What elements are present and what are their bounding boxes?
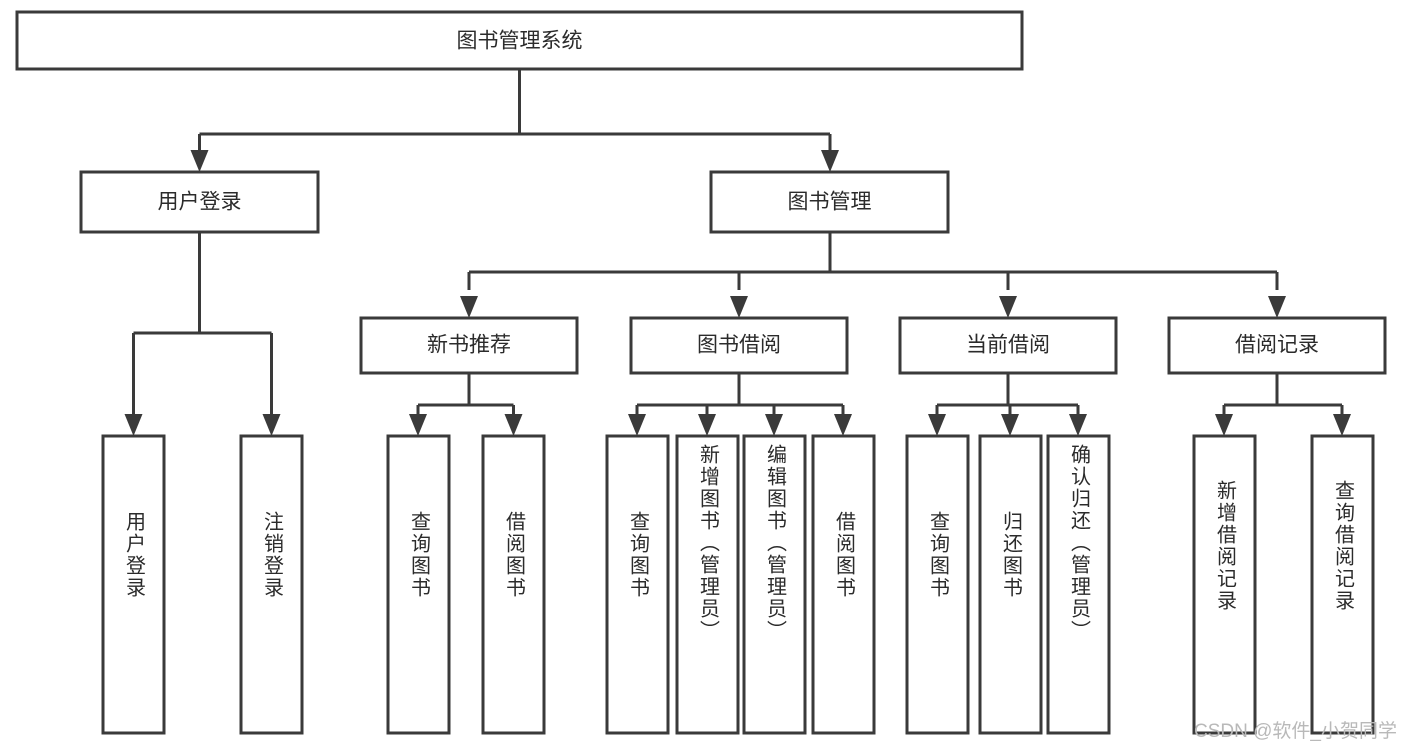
node-borrow-record-box[interactable] xyxy=(1167,316,1387,375)
leaf-box-borrow-book-2[interactable] xyxy=(811,434,876,735)
arrow-book-manage xyxy=(821,150,839,172)
node-root-label: 图书管理系统 xyxy=(457,30,583,53)
node-new-book-recommend[interactable]: 新书推荐 xyxy=(359,316,579,375)
arrow-leaf-edit-book xyxy=(765,414,783,436)
leaf-box-query-book-3[interactable] xyxy=(905,434,970,735)
arrow-leaf-add-book xyxy=(698,414,716,436)
leaf-box-query-book-2[interactable] xyxy=(605,434,670,735)
node-user-login[interactable]: 用户登录 xyxy=(79,170,320,234)
node-new-book-recommend-label: 新书推荐 xyxy=(427,334,511,357)
arrow-leaf-user-login xyxy=(124,414,143,436)
arrow-leaf-confirm-return xyxy=(1069,414,1087,436)
node-book-manage-box[interactable] xyxy=(709,170,950,234)
node-borrow-record-label: 借阅记录 xyxy=(1235,334,1319,357)
node-current-borrow-box[interactable] xyxy=(898,316,1118,375)
leaf-box-confirm-return[interactable] xyxy=(1046,434,1111,735)
arrow-leaf-borrow-book-1 xyxy=(504,414,523,436)
leaf-box-edit-book[interactable] xyxy=(742,434,807,735)
node-current-borrow[interactable]: 当前借阅 xyxy=(898,316,1118,375)
node-book-manage-label: 图书管理 xyxy=(788,191,872,214)
node-book-borrow[interactable]: 图书借阅 xyxy=(629,316,849,375)
node-book-manage[interactable]: 图书管理 xyxy=(709,170,950,234)
arrow-bookborrow xyxy=(730,296,748,318)
arrow-newbook xyxy=(460,296,478,318)
arrow-leaf-query-record xyxy=(1333,414,1351,436)
leaf-box-add-record[interactable] xyxy=(1192,434,1257,735)
node-current-borrow-label: 当前借阅 xyxy=(966,334,1050,357)
arrow-leaf-query-book-1 xyxy=(409,414,427,436)
arrow-leaf-borrow-book-2 xyxy=(834,414,852,436)
leaf-box-user-login[interactable] xyxy=(101,434,166,735)
csdn-watermark: CSDN @软件_小贺同学 xyxy=(1194,721,1397,742)
arrow-borrowrecord xyxy=(1268,296,1286,318)
node-borrow-record[interactable]: 借阅记录 xyxy=(1167,316,1387,375)
node-user-login-box[interactable] xyxy=(79,170,320,234)
leaf-box-user-logout[interactable] xyxy=(239,434,304,735)
node-new-book-recommend-box[interactable] xyxy=(359,316,579,375)
node-user-login-label: 用户登录 xyxy=(158,191,242,214)
leaf-box-borrow-book-1[interactable] xyxy=(481,434,546,735)
arrow-leaf-query-book-3 xyxy=(928,414,946,436)
node-root-box[interactable] xyxy=(15,10,1024,71)
leaf-box-add-book[interactable] xyxy=(675,434,740,735)
arrow-currentborrow xyxy=(999,296,1017,318)
node-book-borrow-box[interactable] xyxy=(629,316,849,375)
node-book-borrow-label: 图书借阅 xyxy=(697,334,781,357)
leaf-box-query-book-1[interactable] xyxy=(386,434,451,735)
arrow-user-login xyxy=(190,150,209,172)
connector-group xyxy=(124,69,1351,436)
arrow-leaf-return-book xyxy=(1001,414,1019,436)
leaf-box-query-record[interactable] xyxy=(1310,434,1375,735)
leaf-box-return-book[interactable] xyxy=(978,434,1043,735)
arrow-leaf-query-book-2 xyxy=(628,414,646,436)
node-root[interactable]: 图书管理系统 xyxy=(15,10,1024,71)
leaf-box-group xyxy=(101,434,1375,735)
arrow-leaf-add-record xyxy=(1215,414,1233,436)
arrow-leaf-user-logout xyxy=(262,414,281,436)
